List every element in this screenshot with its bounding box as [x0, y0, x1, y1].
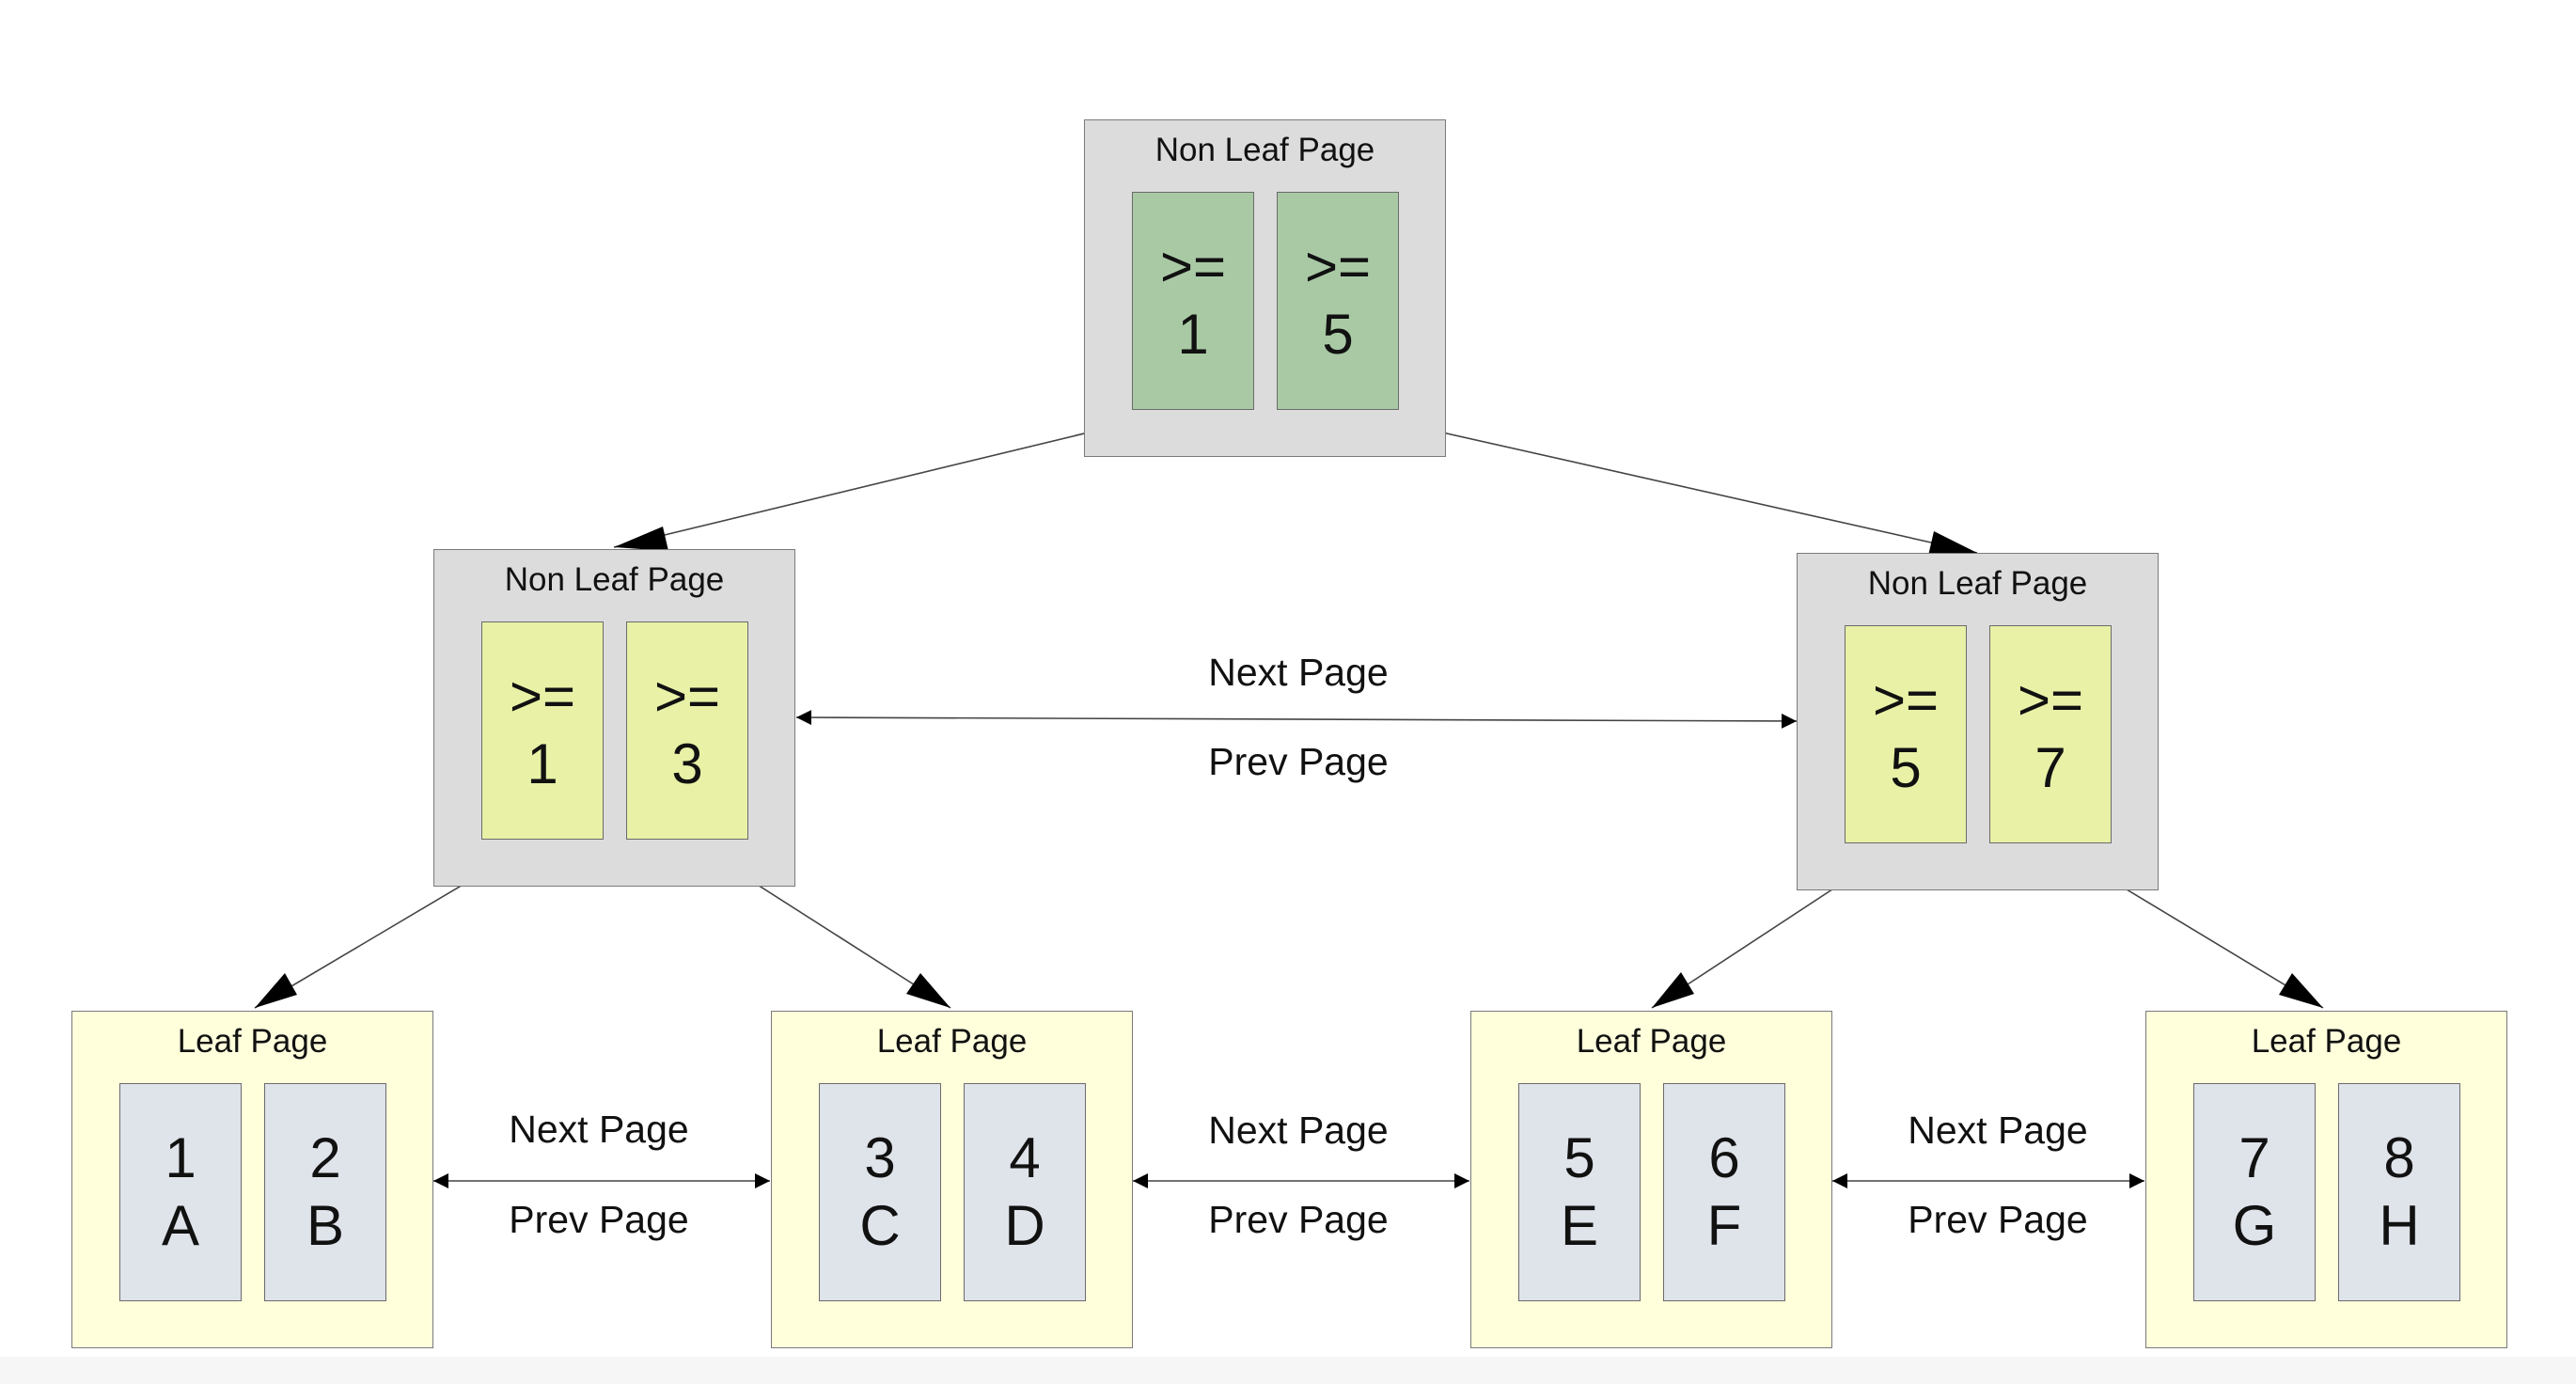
leaf-record-cell: 5 E	[1518, 1083, 1641, 1301]
key-value: 1	[526, 732, 558, 795]
record-key: 2	[309, 1126, 341, 1189]
record-key: 6	[1708, 1126, 1740, 1189]
root-page-title: Non Leaf Page	[1154, 132, 1375, 168]
record-value: B	[306, 1194, 345, 1257]
record-value: A	[161, 1194, 200, 1257]
next-page-label: Next Page	[1208, 1109, 1389, 1152]
next-page-label: Next Page	[1208, 651, 1389, 694]
record-key: 4	[1009, 1126, 1041, 1189]
prev-page-label: Prev Page	[1208, 1198, 1389, 1241]
key-value: 7	[2034, 736, 2066, 799]
arrowhead-leaf-1	[255, 973, 297, 1008]
root-key-cell: >= 5	[1277, 192, 1399, 410]
leaf-page-3: Leaf Page 5 E 6 F	[1470, 1011, 1832, 1348]
record-key: 3	[864, 1126, 896, 1189]
record-key: 1	[165, 1126, 196, 1189]
right-internal-page: Non Leaf Page >= 5 >= 7	[1797, 553, 2159, 890]
leaf-record-cell: 4 D	[964, 1083, 1086, 1301]
key-operator: >=	[509, 665, 576, 728]
arrowhead-left-internal	[614, 527, 668, 551]
leaf-page-1: Leaf Page 1 A 2 B	[71, 1011, 433, 1348]
root-page: Non Leaf Page >= 1 >= 5	[1084, 119, 1446, 457]
left-internal-page-title: Non Leaf Page	[504, 561, 725, 598]
prev-page-label: Prev Page	[1208, 740, 1389, 783]
record-value: H	[2379, 1194, 2420, 1257]
key-value: 5	[1890, 736, 1922, 799]
arrowhead-leaf-2	[906, 973, 950, 1008]
arrowhead-right-internal	[1928, 531, 1977, 556]
arrowhead-leaf-4	[2279, 973, 2323, 1008]
key-operator: >=	[1159, 235, 1227, 298]
internal-key-cell: >= 3	[626, 621, 748, 840]
leaf-page-2: Leaf Page 3 C 4 D	[771, 1011, 1133, 1348]
arrowhead-leaf-3	[1652, 972, 1694, 1008]
key-operator: >=	[2017, 668, 2084, 731]
root-key-cell: >= 1	[1132, 192, 1254, 410]
leaf-record-cell: 6 F	[1663, 1083, 1785, 1301]
prev-page-label: Prev Page	[1908, 1198, 2088, 1241]
sibling-link-internal	[795, 710, 1798, 729]
next-page-label: Next Page	[1908, 1109, 2088, 1152]
leaf-page-4: Leaf Page 7 G 8 H	[2145, 1011, 2507, 1348]
key-operator: >=	[653, 665, 721, 728]
record-value: G	[2232, 1194, 2277, 1257]
leaf-record-cell: 2 B	[264, 1083, 386, 1301]
right-internal-page-title: Non Leaf Page	[1867, 565, 2088, 602]
record-value: E	[1560, 1194, 1599, 1257]
record-value: C	[859, 1194, 901, 1257]
record-value: D	[1004, 1194, 1045, 1257]
leaf-record-cell: 3 C	[819, 1083, 941, 1301]
leaf-record-cell: 7 G	[2193, 1083, 2316, 1301]
internal-key-cell: >= 5	[1845, 625, 1967, 843]
prev-page-label: Prev Page	[509, 1198, 689, 1241]
record-key: 8	[2383, 1126, 2415, 1189]
record-value: F	[1706, 1194, 1742, 1257]
leaf-page-title: Leaf Page	[2251, 1023, 2402, 1060]
record-key: 7	[2238, 1126, 2270, 1189]
leaf-record-cell: 8 H	[2338, 1083, 2460, 1301]
key-value: 3	[671, 732, 703, 795]
key-operator: >=	[1872, 668, 1940, 731]
bottom-margin-strip	[0, 1357, 2576, 1384]
internal-key-cell: >= 7	[1989, 625, 2112, 843]
next-page-label: Next Page	[509, 1108, 689, 1151]
key-value: 1	[1177, 303, 1209, 366]
leaf-page-title: Leaf Page	[1576, 1023, 1727, 1060]
internal-key-cell: >= 1	[481, 621, 604, 840]
left-internal-page: Non Leaf Page >= 1 >= 3	[433, 549, 795, 887]
key-operator: >=	[1304, 235, 1372, 298]
leaf-page-title: Leaf Page	[876, 1023, 1028, 1060]
key-value: 5	[1322, 303, 1354, 366]
record-key: 5	[1563, 1126, 1595, 1189]
leaf-record-cell: 1 A	[119, 1083, 242, 1301]
leaf-page-title: Leaf Page	[177, 1023, 328, 1060]
